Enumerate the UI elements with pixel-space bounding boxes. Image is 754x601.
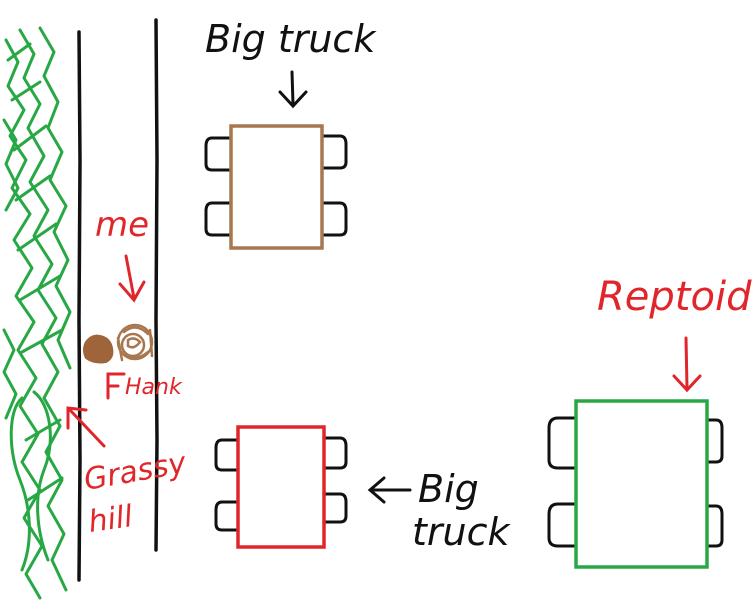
- wheel: [322, 134, 348, 170]
- wheel: [204, 201, 231, 237]
- truck-body: [236, 425, 326, 549]
- arrow-down-icon: [278, 70, 308, 109]
- label-big-truck-bottom-2: truck: [412, 510, 511, 554]
- me-doodle: [116, 323, 154, 362]
- label-me: me: [95, 205, 149, 245]
- arrow-left-icon: [367, 476, 412, 504]
- hank-doodle: [83, 334, 114, 364]
- arrow-down-icon: [672, 336, 702, 393]
- wheel: [322, 201, 348, 237]
- label-reptoid: Reptoid: [597, 274, 752, 320]
- reptoid-truck: [547, 399, 724, 569]
- wheel: [707, 504, 724, 548]
- label-big-truck-bottom-1: Big: [418, 467, 479, 511]
- wheel: [547, 502, 576, 548]
- wheel: [204, 136, 231, 172]
- grassy-hill: [2, 26, 72, 600]
- wheel: [324, 436, 348, 470]
- wheel: [547, 416, 576, 470]
- truck-body: [229, 124, 324, 250]
- arrow-up-left-icon: [66, 406, 106, 448]
- big-truck-top: [204, 124, 348, 250]
- arrow-up-left-icon: [106, 372, 126, 400]
- wheel: [707, 418, 724, 464]
- road: [77, 18, 159, 582]
- road-edge-left: [77, 30, 82, 582]
- label-grassy: Grassy: [81, 445, 190, 498]
- label-hill: hill: [86, 499, 135, 540]
- truck-body: [574, 399, 709, 569]
- wheel: [324, 492, 348, 524]
- label-hank: Hank: [125, 375, 183, 400]
- road-edge-right: [154, 18, 159, 552]
- wheel: [214, 438, 238, 472]
- wheel: [214, 500, 238, 532]
- arrow-down-icon: [118, 254, 146, 303]
- big-truck-bottom: [214, 425, 348, 549]
- label-big-truck-top: Big truck: [205, 17, 377, 61]
